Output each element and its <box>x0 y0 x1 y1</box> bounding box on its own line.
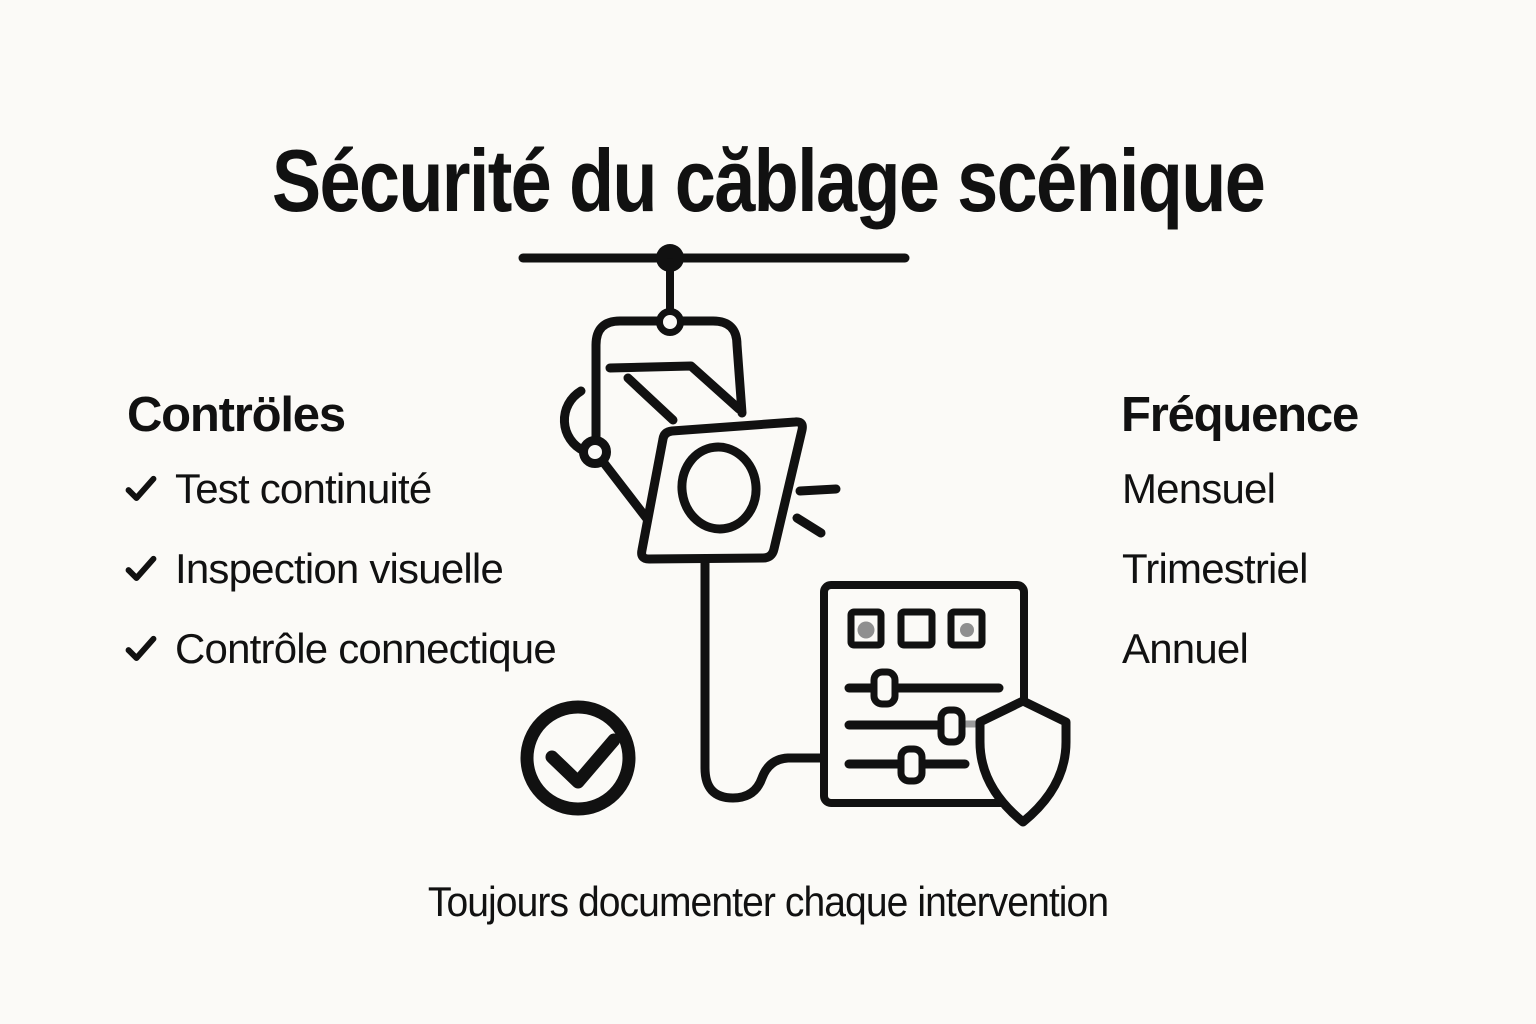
clamp-eyelet-icon <box>656 308 684 336</box>
frequency-item-label: Mensuel <box>1122 465 1276 512</box>
light-rays-icon <box>792 484 841 538</box>
checklist-item-label: Contrôle connectique <box>175 625 557 672</box>
frequency-item: Annuel <box>1122 627 1308 671</box>
frequency-item-label: Trimestriel <box>1122 545 1308 592</box>
slider-handle-icon <box>937 706 966 746</box>
frequency-heading: Fréquence <box>1121 387 1359 442</box>
slider-handle-icon <box>870 668 899 708</box>
indicator-squares-icon <box>847 608 986 649</box>
light-face-icon <box>637 417 841 564</box>
page-title: Sécurité du căblage scénique <box>271 130 1266 230</box>
frequency-list: Mensuel Trimestriel Annuel <box>1122 467 1308 707</box>
lens-icon <box>677 442 761 534</box>
frequency-item-label: Annuel <box>1122 625 1249 672</box>
truss-pipe-icon <box>518 244 910 319</box>
checklist-item: Contrôle connectique <box>124 625 557 672</box>
controls-heading: Contröles <box>127 387 346 442</box>
checklist-item-label: Test continuité <box>175 465 432 512</box>
footer-note: Toujours documenter chaque intervention <box>427 878 1109 925</box>
yoke-knob-icon <box>579 436 611 468</box>
check-circle-icon <box>520 700 636 816</box>
slider-icons <box>844 668 1004 785</box>
frequency-item: Mensuel <box>1122 467 1308 511</box>
dimmer-panel-icon <box>820 581 1071 827</box>
check-icon <box>125 635 157 662</box>
check-icon <box>125 475 157 502</box>
checklist-item: Test continuité <box>124 467 556 511</box>
slider-handle-icon <box>897 745 926 785</box>
clamp-icon <box>591 308 747 451</box>
check-icon <box>125 555 157 582</box>
checklist-item: Inspection visuelle <box>124 547 556 591</box>
frequency-item: Trimestriel <box>1122 547 1308 591</box>
shield-icon <box>975 696 1071 827</box>
power-cable-icon <box>700 547 827 803</box>
controls-list: Test continuité Inspection visuelle Cont… <box>124 467 557 707</box>
stage-light-icon <box>559 361 744 529</box>
checklist-item-label: Inspection visuelle <box>175 545 504 592</box>
